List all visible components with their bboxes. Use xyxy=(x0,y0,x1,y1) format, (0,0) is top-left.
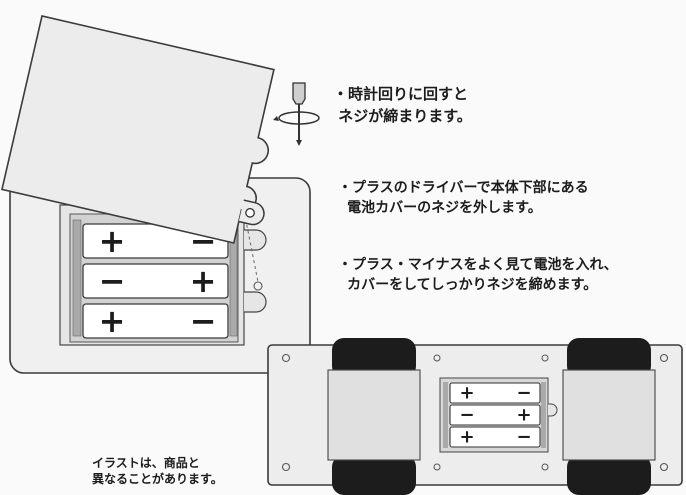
step-remove-cover: ・プラスのドライバーで本体下部にある 電池カバーのネジを外します。 xyxy=(338,178,589,219)
large-battery-1-left-sign: + xyxy=(99,222,126,260)
step-insert-batteries-line-1: ・プラス・マイナスをよく見て電池を入れ、 xyxy=(338,257,618,273)
large-battery-row-3: + − xyxy=(82,302,229,340)
large-battery-3-right-sign: − xyxy=(190,302,217,340)
small-battery-3-left-sign: + xyxy=(459,427,474,448)
illustration-disclaimer: イラストは、商品と 異なることがあります。 xyxy=(92,455,223,487)
large-battery-2-left-sign: − xyxy=(99,262,126,300)
wheel-front-right xyxy=(567,338,651,378)
wheel-rear-left xyxy=(332,455,416,495)
battery-tray-small: + − − + + − xyxy=(439,377,558,453)
small-battery-1-left-sign: + xyxy=(459,383,474,404)
battery-tray-large: + − − + + − xyxy=(69,213,239,343)
small-battery-row-1: + − xyxy=(449,382,541,404)
small-battery-row-2: − + xyxy=(449,404,541,426)
large-battery-2-right-sign: + xyxy=(190,262,217,300)
step-remove-cover-line-2: 電池カバーのネジを外します。 xyxy=(347,200,542,217)
disclaimer-line-1: イラストは、商品と xyxy=(92,456,200,470)
step-insert-batteries-line-2: カバーをしてしっかりネジを締めます。 xyxy=(347,277,598,294)
wheel-front-left xyxy=(332,338,416,378)
disclaimer-line-2: 異なることがあります。 xyxy=(92,472,223,487)
small-battery-3-right-sign: − xyxy=(516,427,531,448)
small-battery-row-3: + − xyxy=(449,426,541,448)
large-battery-row-2: − + xyxy=(82,262,229,300)
rotate-instruction-line-2: ネジが締まります。 xyxy=(338,106,472,125)
step-insert-batteries: ・プラス・マイナスをよく見て電池を入れ、 カバーをしてしっかりネジを締めます。 xyxy=(338,255,618,296)
rotate-instruction: ・時計回りに回すと ネジが締まります。 xyxy=(333,84,472,128)
rotate-instruction-line-1: ・時計回りに回すと xyxy=(333,85,469,103)
battery-cover xyxy=(0,15,275,244)
large-battery-3-left-sign: + xyxy=(99,302,126,340)
screwdriver-icon xyxy=(273,82,320,146)
wheel-rear-right xyxy=(567,455,651,495)
step-remove-cover-line-1: ・プラスのドライバーで本体下部にある xyxy=(338,180,589,196)
small-battery-2-left-sign: − xyxy=(459,405,474,426)
small-battery-1-right-sign: − xyxy=(516,383,531,404)
small-battery-2-right-sign: + xyxy=(516,405,531,426)
